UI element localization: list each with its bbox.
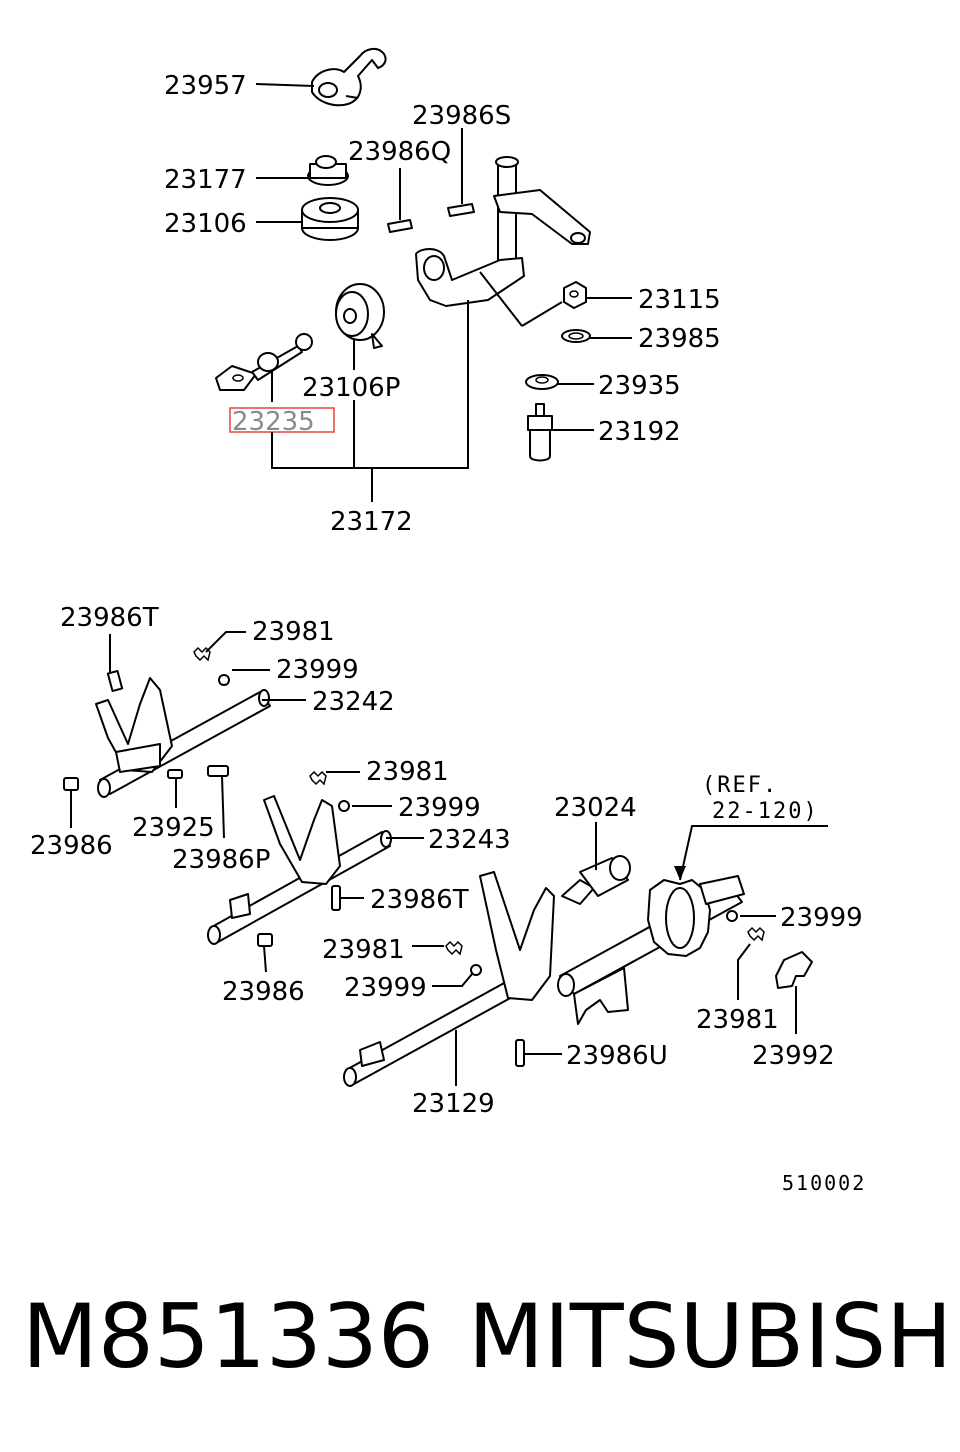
pin-23986T-b: [331, 885, 341, 911]
label-23106P: 23106P: [302, 373, 400, 403]
block-23115: [563, 281, 587, 309]
rubber-mount-23106: [301, 197, 359, 241]
clip-23957: [311, 48, 387, 107]
driven-gear-23024: [561, 855, 631, 905]
fork-rail-23243: [207, 795, 392, 945]
label-23106: 23106: [164, 209, 247, 239]
label-23986U: 23986U: [566, 1041, 668, 1071]
label-23177: 23177: [164, 165, 247, 195]
label-23986S: 23986S: [412, 101, 511, 131]
label-23957: 23957: [164, 71, 247, 101]
brand-name: MITSUBISHI: [468, 1285, 960, 1388]
spring-23981-d: [747, 926, 765, 942]
plate-23992: [775, 951, 813, 989]
label-23235: 23235: [232, 407, 315, 437]
label-23243: 23243: [428, 825, 511, 855]
label-23986-b: 23986: [222, 977, 305, 1007]
spring-23981-b: [309, 770, 327, 786]
label-23999-b: 23999: [398, 793, 481, 823]
ball-23999-b: [338, 800, 350, 812]
fork-rail-23129: [343, 871, 555, 1087]
ref-arrow-head: [674, 866, 686, 880]
label-23992: 23992: [752, 1041, 835, 1071]
label-23999-a: 23999: [276, 655, 359, 685]
ball-23999-d: [470, 964, 482, 976]
label-23242: 23242: [312, 687, 395, 717]
label-23925: 23925: [132, 813, 215, 843]
mount-23106P: [335, 283, 385, 349]
pin-23986Q: [387, 219, 413, 233]
clip-23985: [561, 329, 591, 343]
shift-lever-assembly: [415, 156, 591, 307]
label-23172: 23172: [330, 507, 413, 537]
label-23986T-a: 23986T: [60, 603, 159, 633]
shaft-assembly-ref: [557, 875, 745, 1025]
label-23986-a: 23986: [30, 831, 113, 861]
label-23192: 23192: [598, 417, 681, 447]
label-23935: 23935: [598, 371, 681, 401]
label-23981-c: 23981: [322, 935, 405, 965]
label-23024: 23024: [554, 793, 637, 823]
label-23986Q: 23986Q: [348, 137, 451, 167]
ref-line-1: (REF.: [702, 773, 778, 798]
pin-23986P: [207, 765, 229, 777]
ref-line-2: 22-120): [712, 799, 819, 824]
bushing-23177: [307, 155, 349, 186]
switch-23192: [527, 403, 553, 462]
pin-23925: [167, 769, 183, 779]
pin-23986-b: [257, 933, 273, 947]
part-number: M851336: [22, 1285, 434, 1388]
label-23115: 23115: [638, 285, 721, 315]
label-23999-c: 23999: [780, 903, 863, 933]
pin-23986-a: [63, 777, 79, 791]
label-23981-d: 23981: [696, 1005, 779, 1035]
ball-23999-a: [218, 674, 230, 686]
pin-23986S: [447, 203, 475, 217]
ball-23999-c: [726, 910, 738, 922]
link-23235: [215, 333, 313, 391]
pin-23986U: [515, 1039, 525, 1067]
spring-23981-c: [445, 940, 463, 956]
label-23999-d: 23999: [344, 973, 427, 1003]
label-23986T-b: 23986T: [370, 885, 469, 915]
label-23129: 23129: [412, 1089, 495, 1119]
figure-code: 510002: [782, 1171, 866, 1195]
label-23981-a: 23981: [252, 617, 335, 647]
label-23985: 23985: [638, 324, 721, 354]
label-23981-b: 23981: [366, 757, 449, 787]
highlight-box: [229, 407, 335, 433]
label-23986P: 23986P: [172, 845, 270, 875]
washer-23935: [525, 374, 559, 390]
fork-rail-23242: [95, 670, 271, 798]
